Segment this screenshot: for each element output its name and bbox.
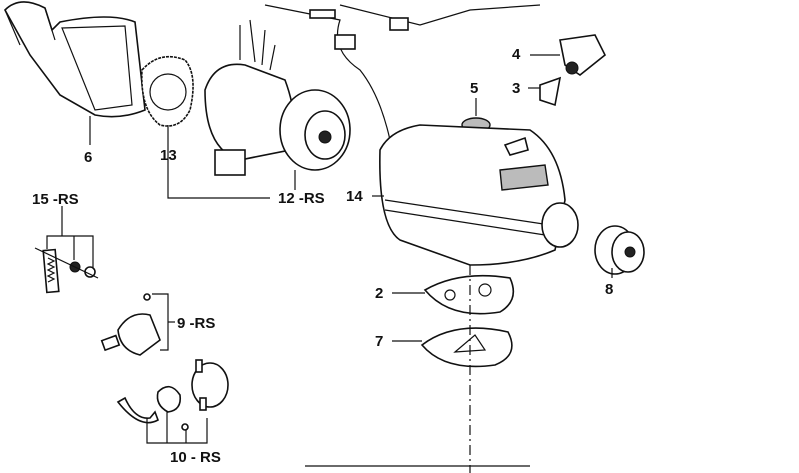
part-10-brackets[interactable] (116, 359, 229, 431)
part-13-gasket[interactable] (141, 55, 194, 127)
callout-5: 5 (470, 80, 478, 97)
callout-6: 6 (84, 149, 92, 166)
part-6-air-duct[interactable] (4, 1, 146, 118)
part-15-spring-kit[interactable] (34, 247, 99, 294)
callout-7: 7 (375, 333, 383, 350)
callout-14: 14 (346, 188, 363, 205)
part-14-heater-housing[interactable] (379, 124, 579, 266)
callout-12: 12 -RS (278, 190, 325, 207)
callout-8: 8 (605, 281, 613, 298)
part-12-blower-motor[interactable] (204, 19, 351, 176)
callout-9: 9 -RS (177, 315, 215, 332)
callout-2: 2 (375, 285, 383, 302)
part-3-fitting[interactable] (539, 76, 562, 107)
part-4-valve[interactable] (559, 34, 607, 76)
callout-13: 13 (160, 147, 177, 164)
callout-15: 15 -RS (32, 191, 79, 208)
part-2-gasket[interactable] (423, 274, 515, 315)
part-9-actuator[interactable] (100, 293, 161, 356)
wiring-harness[interactable] (264, 4, 541, 141)
callout-3: 3 (512, 80, 520, 97)
callout-4: 4 (512, 46, 521, 63)
callout-10: 10 - RS (170, 449, 221, 466)
part-7-plate[interactable] (420, 327, 513, 368)
part-8-fan[interactable] (594, 225, 645, 275)
